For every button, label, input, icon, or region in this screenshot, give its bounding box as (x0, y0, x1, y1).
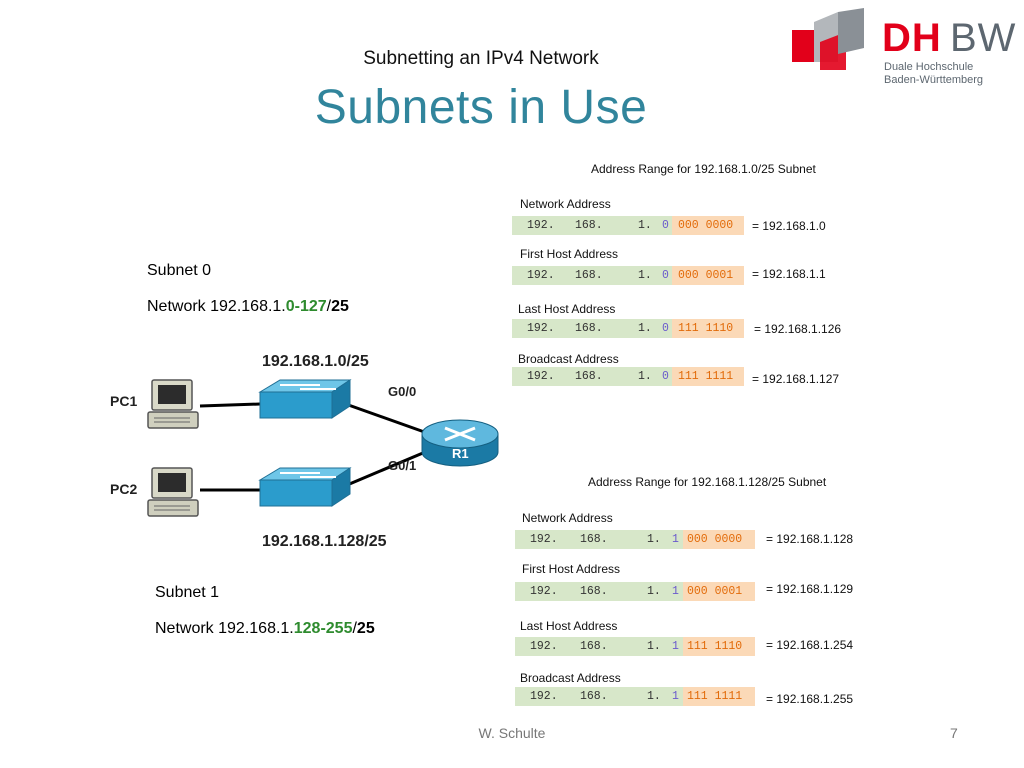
table0-row1-label: First Host Address (520, 247, 619, 261)
table0-row3-label: Broadcast Address (518, 352, 619, 366)
table1-title: Address Range for 192.168.1.128/25 Subne… (588, 475, 827, 489)
table0-row1-binary: 192. 168. 1. 0 000 0001 (512, 266, 744, 285)
table1-row2-result: = 192.168.1.254 (766, 638, 854, 652)
table1-row3-result: = 192.168.1.255 (766, 692, 854, 706)
subnet0-label: Subnet 0 (147, 262, 212, 279)
footer-author: W. Schulte (478, 725, 546, 741)
table1-row1-label: First Host Address (522, 562, 621, 576)
dhbw-logo: DH BW Duale Hochschule Baden-Württemberg (790, 8, 1015, 88)
subnet0-slash: / (326, 298, 332, 315)
pc2-label: PC2 (110, 481, 137, 497)
subnet1-slash: / (352, 620, 357, 637)
interface-g0-0-label: G0/0 (388, 384, 416, 399)
table1-row3-binary: 192. 168. 1. 1 111 1111 (515, 687, 755, 706)
link-pc1-switch1 (199, 402, 261, 408)
pc1-label: PC1 (110, 393, 137, 409)
subnet0-range: 0-127 (285, 298, 327, 315)
subnet1-network: Network 192.168.1.128-255/25 (155, 620, 375, 638)
table0-row0-result: = 192.168.1.0 (752, 219, 826, 233)
pc2-computer-icon (147, 467, 199, 517)
table1-row2-binary: 192. 168. 1. 1 111 1110 (515, 637, 755, 656)
router-r1-icon (421, 419, 499, 467)
subnet1-label: Subnet 1 (155, 584, 220, 601)
table0-row2-binary: 192. 168. 1. 0 111 1110 (512, 319, 744, 338)
table0-row0-label: Network Address (520, 197, 611, 211)
table0-title: Address Range for 192.168.1.0/25 Subnet (591, 162, 816, 176)
table0-row3-result: = 192.168.1.127 (752, 372, 840, 386)
router-label: R1 (452, 446, 469, 461)
logo-dh: DH (882, 16, 942, 60)
table0-row1-result: = 192.168.1.1 (752, 267, 826, 281)
table1-row0-binary: 192. 168. 1. 1 000 0000 (515, 530, 755, 549)
switch2-icon (258, 467, 352, 507)
subnet0-net-prefix: Network 192.168.1. (147, 298, 286, 315)
table1-row1-binary: 192. 168. 1. 1 000 0001 (515, 582, 755, 601)
logo-bw: BW (950, 16, 1017, 60)
link-switch2-router (339, 448, 431, 490)
interface-g0-1-label: G0/1 (388, 458, 416, 473)
subnet1-mask: 25 (356, 620, 375, 637)
table1-row1-result: = 192.168.1.129 (766, 582, 854, 596)
pc1-computer-icon (147, 379, 199, 429)
switch1-icon (258, 379, 352, 419)
table1-row0-label: Network Address (522, 511, 613, 525)
subnet1-network-label: 192.168.1.128/25 (262, 533, 387, 550)
link-switch1-router (339, 400, 431, 436)
table0-row2-result: = 192.168.1.126 (754, 322, 842, 336)
table1-row2-label: Last Host Address (520, 619, 618, 633)
subnet1-range: 128-255 (293, 620, 353, 637)
table0-row2-label: Last Host Address (518, 302, 616, 316)
logo-line-1: Duale Hochschule (884, 61, 974, 73)
logo-line-2: Baden-Württemberg (884, 74, 984, 86)
table0-row0-binary: 192. 168. 1. 0 000 0000 (512, 216, 744, 235)
subnet0-network-label: 192.168.1.0/25 (262, 353, 369, 370)
table1-row0-result: = 192.168.1.128 (766, 532, 854, 546)
slide-subtitle: Subnetting an IPv4 Network (363, 48, 599, 69)
page-number: 7 (950, 725, 958, 741)
slide-title: Subnets in Use (314, 81, 648, 134)
subnet0-network: Network 192.168.1.0-127/25 (147, 298, 349, 316)
table0-row3-binary: 192. 168. 1. 0 111 1111 (512, 367, 744, 386)
subnet1-net-prefix: Network 192.168.1. (155, 620, 294, 637)
network-topology-diagram: 192.168.1.0/25 192.168.1.128/25 PC1 PC2 … (110, 353, 499, 550)
subnet0-mask: 25 (331, 298, 349, 315)
logo-mark-icon (792, 8, 864, 70)
table1-row3-label: Broadcast Address (520, 671, 621, 685)
